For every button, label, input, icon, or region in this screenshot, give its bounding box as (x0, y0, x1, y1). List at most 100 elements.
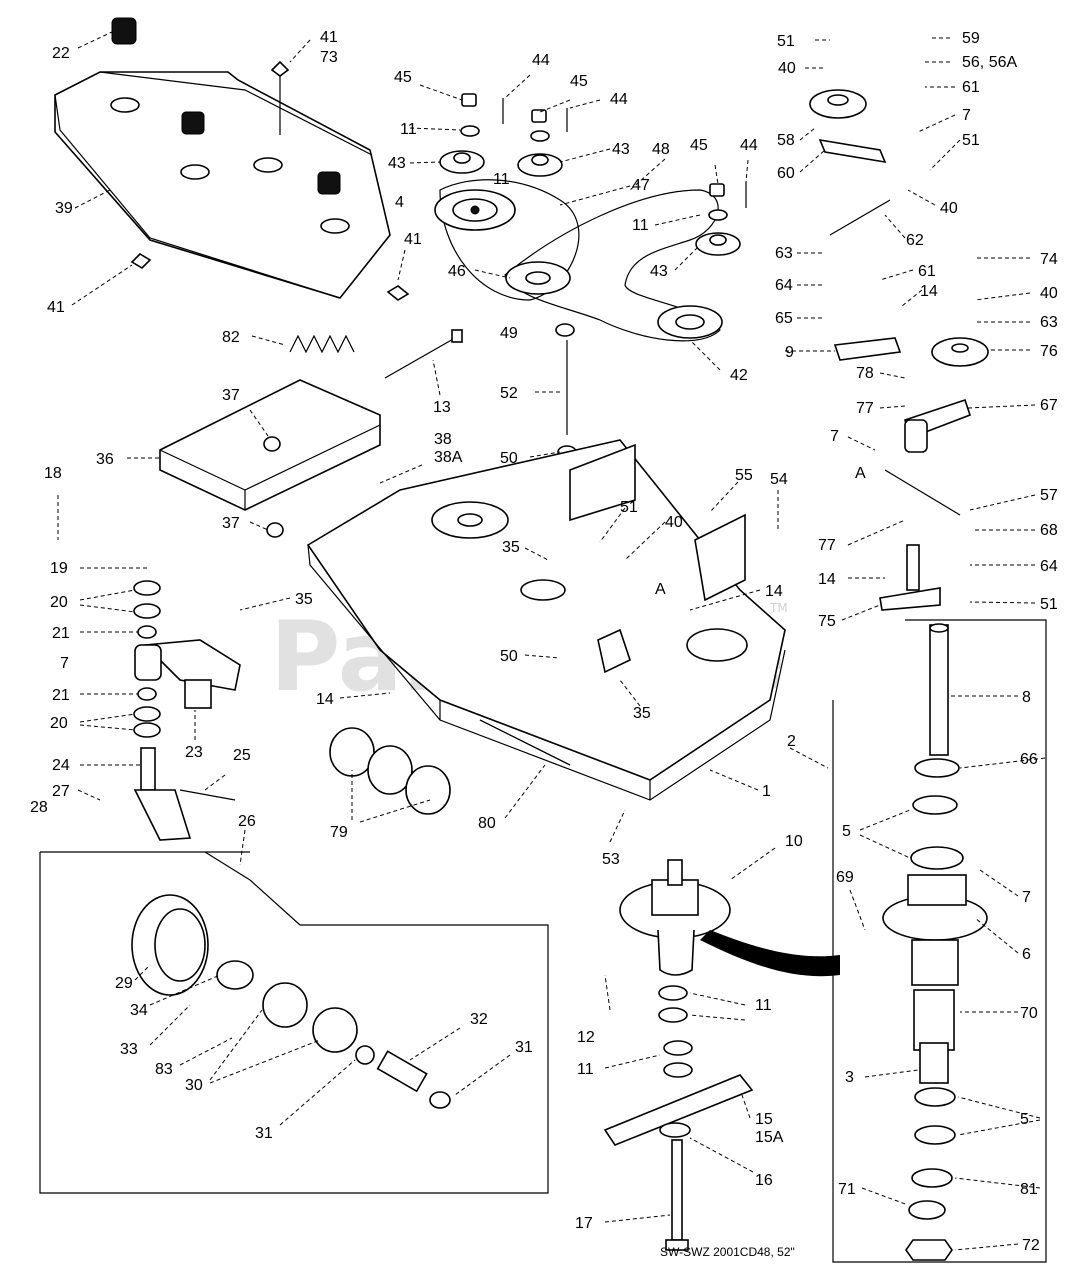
callout-43-right: 43 (650, 263, 668, 280)
callout-7-spindle: 7 (1022, 889, 1031, 906)
callout-15: 15 (755, 1111, 773, 1128)
callout-40-top: 40 (778, 60, 796, 77)
callout-1: 1 (762, 783, 771, 800)
callout-14-left: 14 (316, 691, 334, 708)
callout-64-right: 64 (1040, 558, 1058, 575)
callout-40-deck: 40 (665, 514, 683, 531)
trademark-text: TM (769, 601, 788, 615)
fastener-41-left (130, 252, 152, 270)
mount-75 (879, 544, 941, 611)
spindle-rod-52 (555, 323, 577, 459)
callout-8: 8 (1022, 689, 1031, 706)
callout-72: 72 (1022, 1237, 1040, 1254)
idler-43-left (439, 150, 485, 174)
callout-62: 62 (906, 232, 924, 249)
callout-23: 23 (185, 744, 203, 761)
callout-66: 66 (1020, 751, 1038, 768)
section-marker-a-left: A (655, 581, 666, 598)
callout-75: 75 (818, 613, 836, 630)
callout-21-upper: 21 (52, 625, 70, 642)
fastener-41-top (270, 60, 290, 135)
seal-71-nut-72 (905, 1200, 953, 1261)
callout-29: 29 (115, 975, 133, 992)
callout-73: 73 (320, 49, 338, 66)
pulley-42 (657, 305, 723, 339)
callout-47: 47 (632, 177, 650, 194)
callout-19: 19 (50, 560, 68, 577)
callout-35-lower: 35 (633, 705, 651, 722)
callout-44-left: 44 (532, 52, 550, 69)
fastener-41-right (386, 285, 410, 301)
pin-25 (179, 789, 236, 801)
callout-56: 56, 56A (962, 54, 1017, 71)
callout-77-upper: 77 (856, 400, 874, 417)
callout-57: 57 (1040, 487, 1058, 504)
callout-11-right: 11 (632, 217, 649, 234)
callout-24: 24 (52, 757, 70, 774)
pulley-76 (931, 337, 989, 367)
callout-67: 67 (1040, 397, 1058, 414)
arm-assembly-23 (134, 639, 241, 709)
callouts: 22 41 73 39 41 41 45 44 45 44 11 43 11 4… (30, 29, 1058, 1254)
nuts-45 (460, 93, 728, 221)
callout-11-center-lower: 11 (577, 1061, 594, 1078)
wheel-29 (131, 894, 209, 996)
callout-51-deck: 51 (620, 499, 638, 516)
section-marker-a-right: A (855, 465, 866, 482)
spring-rod-62 (829, 199, 891, 236)
callout-5-lower: 5 (1020, 1111, 1029, 1128)
callout-45-left: 45 (394, 69, 412, 86)
callout-22: 22 (52, 45, 70, 62)
sleeve-70 (913, 989, 955, 1051)
caster-spindle-24 (133, 747, 192, 841)
callout-55: 55 (735, 467, 753, 484)
callout-60: 60 (777, 165, 795, 182)
callout-5-upper: 5 (842, 823, 851, 840)
arm-60 (818, 138, 887, 164)
callout-45-mid: 45 (570, 73, 588, 90)
leader-lines (57, 31, 1046, 1251)
callout-32: 32 (470, 1011, 488, 1028)
nut-37-upper (263, 436, 281, 452)
callout-28: 28 (30, 799, 48, 816)
callout-26: 26 (238, 813, 256, 830)
idler-43-mid (517, 153, 563, 177)
idler-43-right (695, 232, 741, 256)
spacer-3 (919, 1042, 949, 1084)
callout-37-lower: 37 (222, 515, 240, 532)
callout-70: 70 (1020, 1005, 1038, 1022)
bolt-17 (665, 1139, 689, 1251)
callout-4: 4 (395, 194, 404, 211)
callout-51-right: 51 (962, 132, 980, 149)
callout-3: 3 (845, 1069, 854, 1086)
washer-16 (659, 1122, 691, 1138)
callout-64-left: 64 (775, 277, 793, 294)
callout-35-center: 35 (502, 539, 520, 556)
callout-80: 80 (478, 815, 496, 832)
spindle-shaft-8 (929, 623, 949, 756)
callout-7-top: 7 (962, 107, 971, 124)
callout-36: 36 (96, 451, 114, 468)
callout-58: 58 (777, 132, 795, 149)
callout-21-lower: 21 (52, 687, 70, 704)
hub-parts-30-34 (216, 960, 451, 1109)
callout-71: 71 (838, 1181, 856, 1198)
callout-16: 16 (755, 1172, 773, 1189)
blade-15 (603, 1074, 754, 1146)
callout-33: 33 (120, 1041, 138, 1058)
callout-63-left: 63 (775, 245, 793, 262)
callout-59: 59 (962, 30, 980, 47)
callout-46: 46 (448, 263, 466, 280)
callout-18: 18 (44, 465, 62, 482)
pulley-4 (434, 189, 516, 231)
bolt-13 (384, 329, 463, 379)
callout-43-left: 43 (388, 155, 406, 172)
bolt-26 (204, 851, 251, 881)
callout-9: 9 (785, 344, 794, 361)
knob-22 (111, 17, 137, 45)
callout-41-right: 41 (404, 231, 422, 248)
callout-27: 27 (52, 783, 70, 800)
mower-deck-1 (306, 439, 786, 801)
callout-15a: 15A (755, 1129, 784, 1146)
